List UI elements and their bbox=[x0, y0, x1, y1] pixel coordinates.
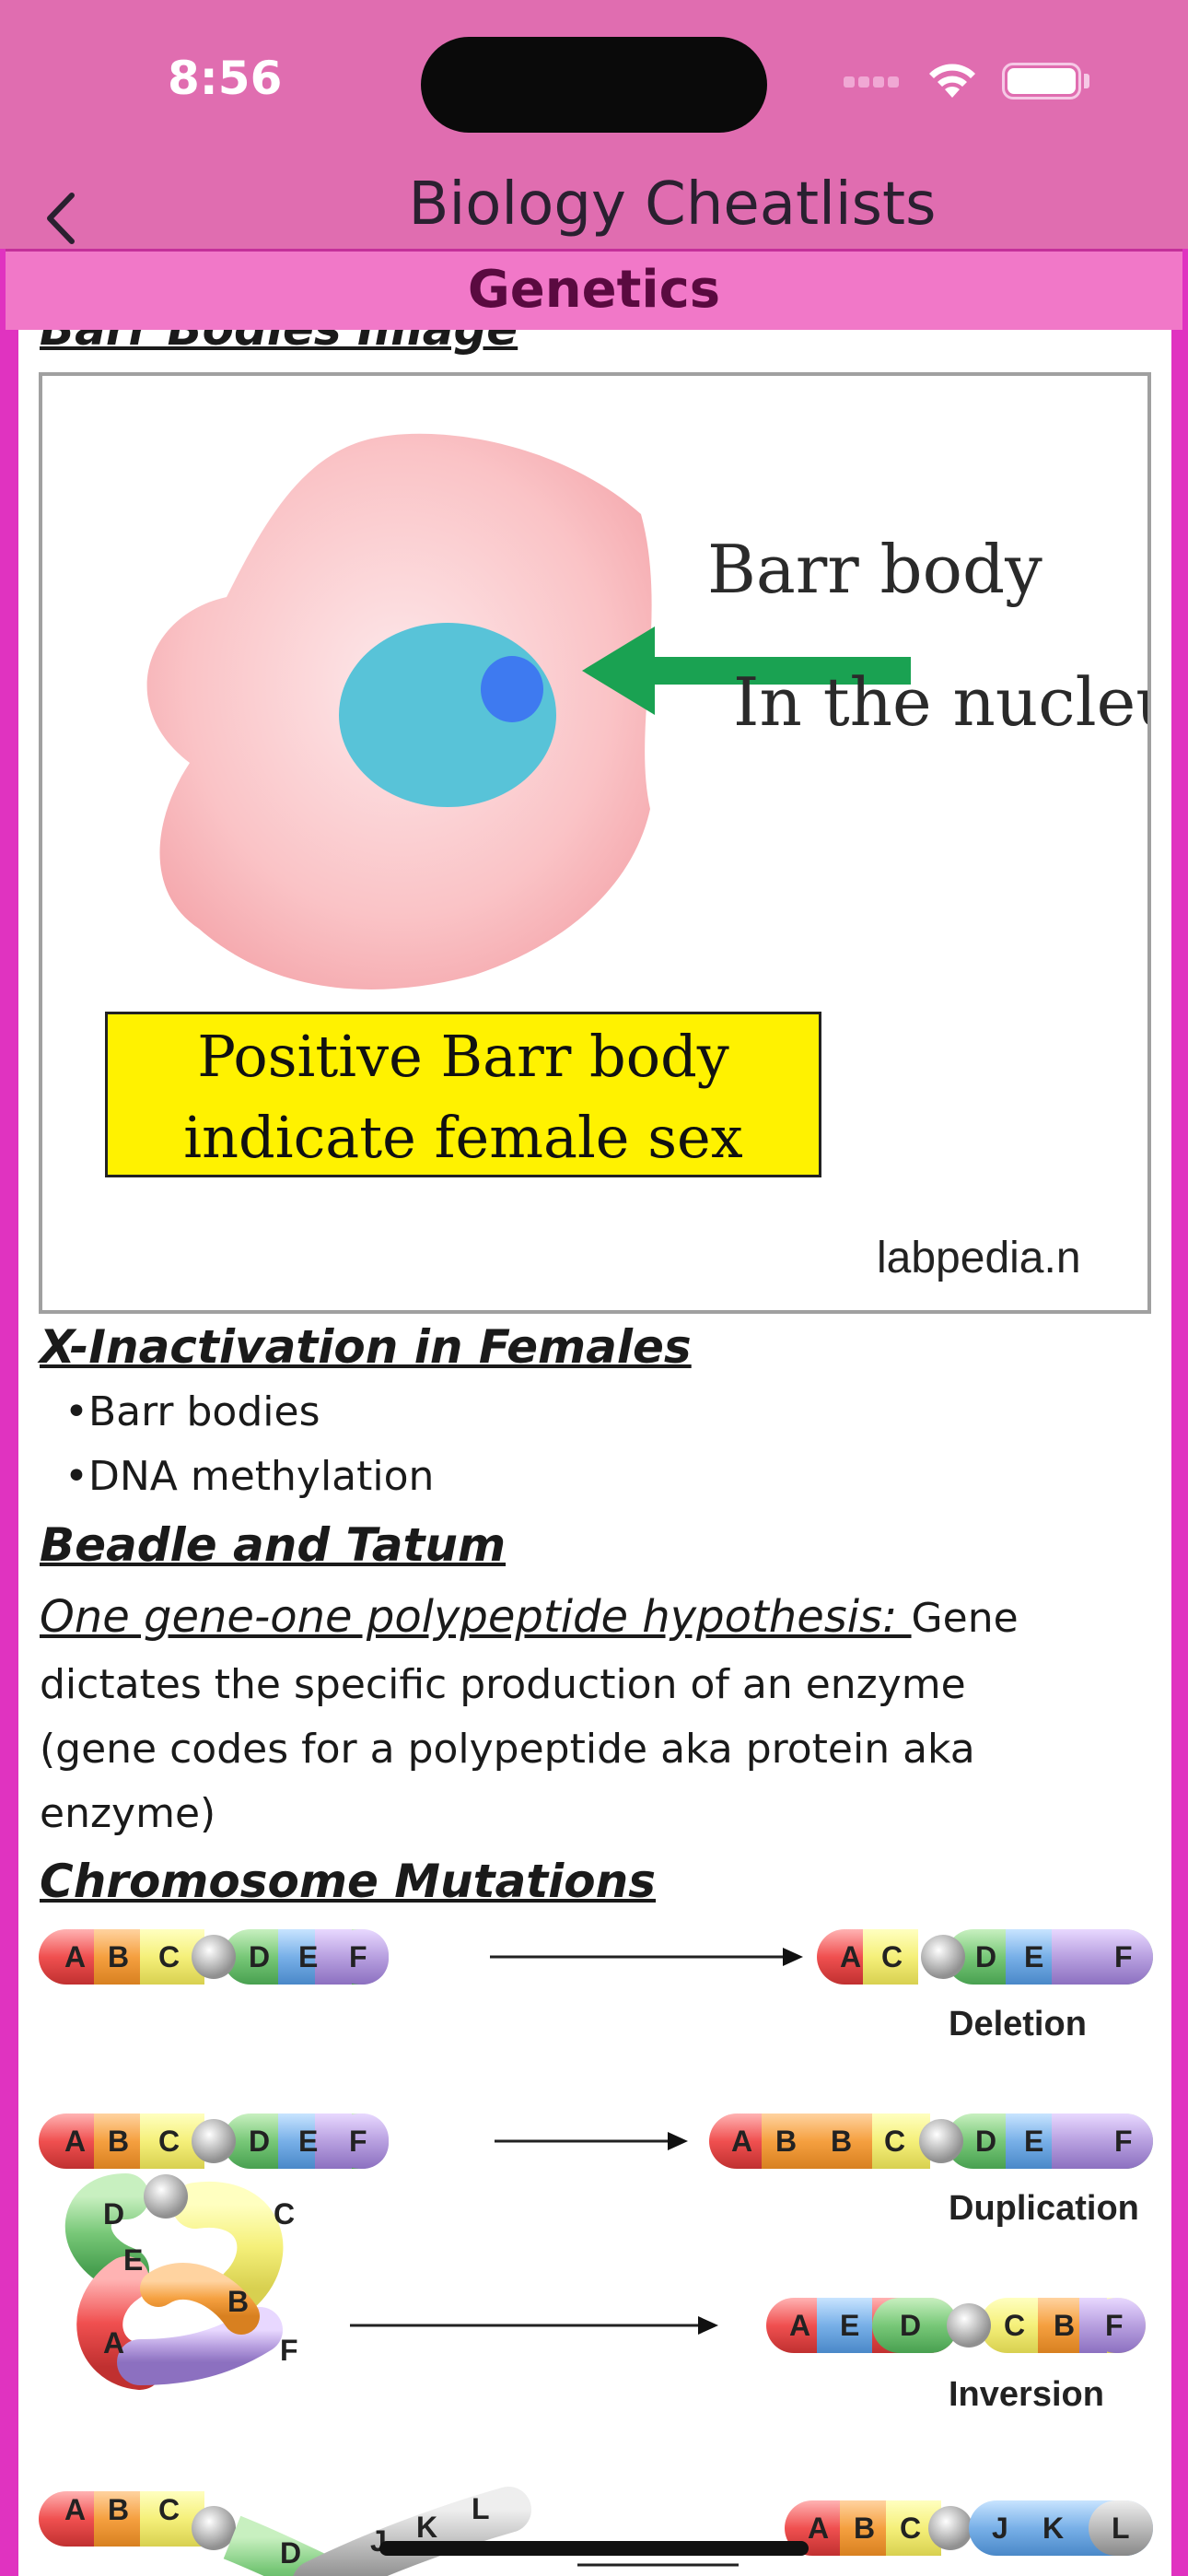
svg-text:A: A bbox=[808, 2512, 829, 2545]
x-inactivation-heading: X-Inactivation in Females bbox=[40, 1320, 692, 1374]
svg-text:A: A bbox=[840, 1940, 861, 1973]
svg-text:F: F bbox=[349, 1940, 367, 1973]
svg-text:B: B bbox=[1054, 2309, 1075, 2342]
svg-text:F: F bbox=[1114, 1940, 1133, 1973]
beadle-paragraph-line3: (gene codes for a polypeptide aka protei… bbox=[40, 1726, 975, 1773]
hypothesis-term: One gene-one polypeptide hypothesis: bbox=[40, 1591, 912, 1643]
svg-text:B: B bbox=[108, 1940, 129, 1973]
back-chevron-icon[interactable] bbox=[37, 186, 101, 251]
svg-text:F: F bbox=[1105, 2309, 1124, 2342]
green-arrow-icon bbox=[582, 626, 911, 715]
chromosome-looped-row3: D C E B A F bbox=[64, 2173, 298, 2390]
svg-text:B: B bbox=[831, 2125, 852, 2158]
svg-text:B: B bbox=[854, 2512, 875, 2545]
content-scroll-area[interactable]: Barr Bodies Image Barr body In the nucle… bbox=[18, 330, 1171, 2576]
svg-text:F: F bbox=[349, 2125, 367, 2158]
list-item-dna-methylation: •DNA methylation bbox=[64, 1453, 435, 1500]
svg-text:B: B bbox=[775, 2125, 797, 2158]
svg-text:C: C bbox=[158, 2493, 180, 2526]
chromosome-mutations-heading: Chromosome Mutations bbox=[40, 1855, 657, 1908]
battery-icon bbox=[1002, 63, 1081, 100]
svg-text:D: D bbox=[975, 2125, 996, 2158]
nucleus-label: In the nucleus bbox=[733, 663, 1147, 741]
section-title: Genetics bbox=[467, 260, 721, 320]
svg-text:C: C bbox=[881, 1940, 903, 1973]
barr-bodies-heading: Barr Bodies Image bbox=[40, 330, 518, 356]
barr-body-dot bbox=[481, 656, 543, 722]
inversion-label: Inversion bbox=[949, 2375, 1104, 2414]
svg-text:A: A bbox=[64, 2125, 86, 2158]
deletion-label: Deletion bbox=[949, 2005, 1087, 2043]
svg-text:A: A bbox=[789, 2309, 810, 2342]
beadle-paragraph-line2: dictates the specific production of an e… bbox=[40, 1661, 966, 1708]
svg-text:E: E bbox=[123, 2243, 143, 2277]
note-line-2: indicate female sex bbox=[183, 1104, 743, 1171]
beadle-tatum-heading: Beadle and Tatum bbox=[40, 1518, 507, 1572]
status-bar: 8:56 bbox=[0, 0, 1188, 157]
svg-text:L: L bbox=[472, 2492, 490, 2525]
hypothesis-gene: Gene bbox=[911, 1595, 1019, 1642]
battery-tip bbox=[1084, 74, 1089, 88]
female-sex-note: Positive Barr body indicate female sex bbox=[105, 1012, 821, 1177]
svg-text:J: J bbox=[992, 2512, 1008, 2545]
svg-text:K: K bbox=[1042, 2512, 1064, 2545]
svg-text:C: C bbox=[274, 2197, 295, 2231]
dynamic-island bbox=[421, 37, 767, 133]
svg-text:E: E bbox=[1024, 2125, 1043, 2158]
image-watermark: labpedia.n bbox=[877, 1234, 1081, 1282]
svg-text:D: D bbox=[249, 1940, 270, 1973]
navigation-bar: Biology Cheatlists bbox=[0, 157, 1188, 249]
barr-cell-diagram bbox=[146, 433, 911, 989]
svg-text:B: B bbox=[108, 2493, 129, 2526]
svg-text:D: D bbox=[975, 1940, 996, 1973]
svg-text:D: D bbox=[249, 2125, 270, 2158]
barr-body-image: Barr body In the nucleus Positive Barr b… bbox=[39, 372, 1151, 1314]
nav-title: Biology Cheatlists bbox=[408, 170, 937, 239]
svg-text:F: F bbox=[1114, 2125, 1133, 2158]
beadle-paragraph-line1: One gene-one polypeptide hypothesis: Gen… bbox=[40, 1585, 1019, 1651]
barr-body-label: Barr body bbox=[707, 531, 1042, 608]
svg-text:D: D bbox=[280, 2536, 301, 2570]
wifi-icon bbox=[929, 64, 975, 98]
home-indicator[interactable] bbox=[379, 2541, 809, 2556]
svg-text:D: D bbox=[103, 2197, 124, 2231]
beadle-paragraph-line4: enzyme) bbox=[40, 1790, 216, 1837]
svg-text:A: A bbox=[64, 2493, 86, 2526]
svg-text:L: L bbox=[1112, 2512, 1130, 2545]
svg-text:C: C bbox=[1004, 2309, 1025, 2342]
svg-text:D: D bbox=[900, 2309, 921, 2342]
cellular-signal-icon bbox=[844, 76, 903, 92]
svg-text:F: F bbox=[280, 2334, 298, 2367]
svg-text:B: B bbox=[108, 2125, 129, 2158]
note-line-1: Positive Barr body bbox=[197, 1023, 729, 1090]
svg-text:B: B bbox=[227, 2285, 249, 2318]
svg-text:E: E bbox=[298, 2125, 318, 2158]
list-item-barr-bodies: •Barr bodies bbox=[64, 1388, 320, 1435]
svg-text:C: C bbox=[884, 2125, 905, 2158]
svg-text:A: A bbox=[731, 2125, 752, 2158]
svg-text:A: A bbox=[103, 2326, 124, 2359]
svg-text:C: C bbox=[158, 2125, 180, 2158]
svg-text:E: E bbox=[1024, 1940, 1043, 1973]
svg-text:E: E bbox=[840, 2309, 859, 2342]
svg-text:E: E bbox=[298, 1940, 318, 1973]
status-time: 8:56 bbox=[168, 52, 283, 105]
svg-text:A: A bbox=[64, 1940, 86, 1973]
svg-text:C: C bbox=[900, 2512, 921, 2545]
svg-text:C: C bbox=[158, 1940, 180, 1973]
section-header: Genetics bbox=[6, 249, 1182, 330]
svg-text:K: K bbox=[416, 2511, 437, 2544]
duplication-label: Duplication bbox=[949, 2189, 1139, 2228]
